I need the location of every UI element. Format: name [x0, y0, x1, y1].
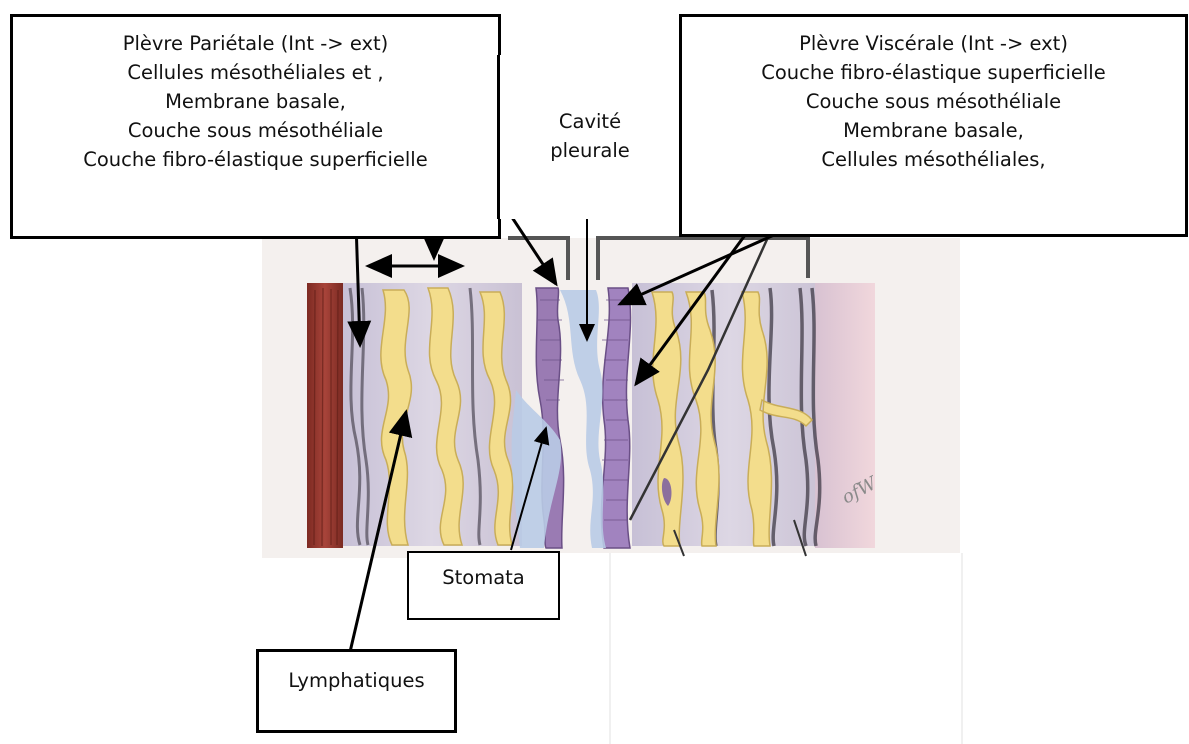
visceral-pleura-label: Plèvre Viscérale (Int -> ext) Couche fib… [679, 14, 1188, 237]
cavity-line-1: Cavité [500, 107, 680, 136]
parietal-layer-1: Cellules mésothéliales et , [13, 58, 498, 87]
lung-tissue [815, 283, 875, 548]
pleural-cavity-label: Cavité pleurale [497, 55, 683, 219]
parietal-layer-2: Membrane basale, [13, 87, 498, 116]
lymphatics-text: Lymphatiques [259, 666, 454, 695]
visceral-layer-2: Couche sous mésothéliale [682, 87, 1185, 116]
stomata-text: Stomata [409, 563, 558, 592]
visceral-layer-3: Membrane basale, [682, 116, 1185, 145]
visceral-title: Plèvre Viscérale (Int -> ext) [682, 29, 1185, 58]
visceral-layer-4: Cellules mésothéliales, [682, 145, 1185, 174]
tissue-illustration [262, 238, 960, 558]
parietal-layer-4: Couche fibro-élastique superficielle [13, 145, 498, 174]
parietal-title: Plèvre Pariétale (Int -> ext) [13, 29, 498, 58]
parietal-pleura-label: Plèvre Pariétale (Int -> ext) Cellules m… [10, 14, 501, 239]
lymphatics-label: Lymphatiques [256, 649, 457, 733]
visceral-layer-1: Couche fibro-élastique superficielle [682, 58, 1185, 87]
cavity-line-2: pleurale [500, 136, 680, 165]
parietal-layer-3: Couche sous mésothéliale [13, 116, 498, 145]
stomata-label: Stomata [407, 551, 560, 620]
